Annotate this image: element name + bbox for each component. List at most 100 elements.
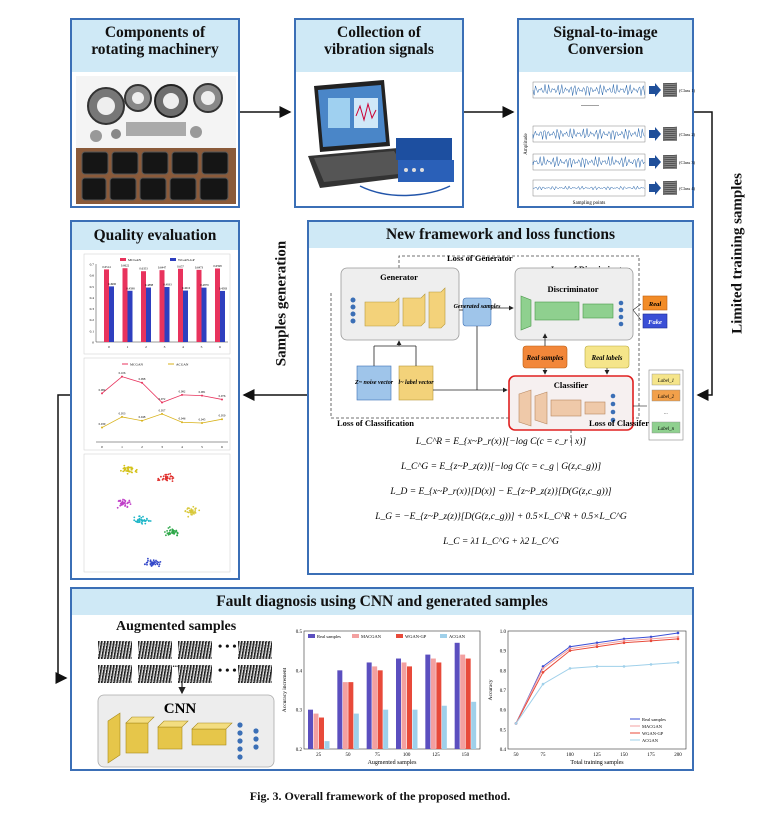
scatter-point bbox=[188, 507, 190, 510]
data-label: 0.4990 bbox=[108, 282, 117, 286]
bar-wgan bbox=[201, 287, 207, 342]
arrow-icon bbox=[649, 181, 661, 195]
class-label-text: Label_n bbox=[657, 427, 675, 432]
tile-stripe bbox=[662, 162, 678, 165]
scatter-point bbox=[162, 475, 165, 478]
y-tick-label: 0.5 bbox=[296, 630, 303, 635]
x-tick-label: 100 bbox=[403, 753, 411, 758]
x-tick-label: 100 bbox=[566, 753, 574, 758]
bearings-photo bbox=[76, 76, 236, 204]
scatter-point bbox=[128, 466, 131, 469]
tile-stripe bbox=[662, 88, 678, 91]
bar bbox=[337, 670, 343, 749]
panel-conversion: Signal-to-image Conversion Amplitude (Cl… bbox=[517, 18, 696, 208]
data-label: 0.6447 bbox=[158, 266, 167, 270]
data-label: 0.053 bbox=[119, 411, 126, 415]
tile-stripe bbox=[662, 84, 678, 87]
scatter-point bbox=[149, 559, 152, 562]
legend-label: Real samples bbox=[317, 634, 341, 639]
noise-vector-label: Z~ noise vector bbox=[354, 380, 394, 386]
data-point bbox=[568, 649, 572, 652]
tile-stripe bbox=[662, 182, 678, 185]
plot-frame bbox=[507, 630, 687, 750]
scatter-point bbox=[192, 505, 195, 508]
data-point bbox=[622, 639, 626, 643]
scatter-point bbox=[169, 529, 172, 531]
scatter-point bbox=[165, 534, 167, 537]
data-point bbox=[595, 645, 599, 649]
conversion-title-line1: Signal-to-image bbox=[553, 24, 658, 41]
x-tick-label: 4 bbox=[182, 345, 184, 349]
y-axis-label: Accuracy increment bbox=[282, 667, 288, 712]
scatter-point bbox=[165, 473, 168, 476]
tile-stripe bbox=[662, 180, 678, 183]
fake-output-label: Fake bbox=[648, 319, 662, 326]
scatter-point bbox=[155, 559, 157, 562]
bar bbox=[348, 682, 354, 749]
data-point bbox=[676, 637, 680, 641]
data-label: 0.4933 bbox=[163, 283, 172, 287]
data-label: 0.084 bbox=[99, 388, 106, 392]
scatter-point bbox=[156, 560, 158, 563]
scatter-point bbox=[127, 501, 130, 504]
x-tick-label: 1 bbox=[127, 345, 129, 349]
x-tick-label: 2 bbox=[141, 445, 143, 449]
data-point bbox=[649, 639, 653, 643]
legend-swatch bbox=[440, 634, 447, 638]
x-tick-label: 125 bbox=[593, 753, 601, 758]
bar-wgan bbox=[164, 287, 170, 342]
scatter-point bbox=[145, 561, 148, 564]
sample-tile bbox=[178, 665, 212, 683]
bar-wgan bbox=[109, 286, 114, 342]
bar bbox=[412, 709, 418, 749]
scatter-point bbox=[194, 509, 197, 511]
data-label: 0.045 bbox=[199, 418, 206, 422]
y-tick-label: 0.7 bbox=[500, 689, 507, 694]
scatter-point bbox=[140, 516, 143, 519]
scatter-point bbox=[123, 468, 126, 471]
scatter-point bbox=[167, 527, 170, 529]
panel-quality-header: Quality evaluation bbox=[72, 222, 238, 250]
loss-generator-label: Loss of Generator bbox=[447, 253, 513, 263]
bar bbox=[383, 709, 389, 749]
data-point bbox=[568, 647, 572, 650]
bar-mcgan bbox=[104, 269, 109, 342]
loss-equation: L_C^R = E_{x~P_r(x)}[−log C(c = c_r | x)… bbox=[415, 436, 587, 447]
bar-mcgan bbox=[178, 268, 183, 342]
arrow-icon bbox=[649, 127, 661, 141]
legend-swatch bbox=[120, 258, 126, 261]
data-point bbox=[649, 637, 653, 641]
scatter-point bbox=[126, 506, 129, 508]
legend-label: MCGAN bbox=[130, 363, 144, 367]
scatter-point bbox=[170, 475, 172, 478]
x-tick-label: 75 bbox=[541, 753, 547, 758]
y-tick-label: 0.3 bbox=[296, 709, 303, 714]
tile-stripe bbox=[662, 86, 678, 89]
bar bbox=[436, 662, 442, 749]
sample-tile bbox=[238, 665, 272, 683]
scatter-point bbox=[138, 515, 141, 518]
scatter-point bbox=[141, 523, 144, 525]
data-label: 0.039 bbox=[99, 422, 106, 426]
data-label: 0.6598 bbox=[213, 264, 222, 268]
loss-equation: L_D = E_{x~P_r(x)}[D(x)] − E_{z~P_z(z)}[… bbox=[389, 486, 611, 497]
bar-mcgan bbox=[122, 268, 128, 342]
legend-label: WGAN-GP bbox=[642, 731, 664, 736]
data-label: 0.6514 bbox=[102, 265, 111, 269]
data-label: 0.081 bbox=[199, 390, 206, 394]
scatter-point bbox=[141, 520, 144, 523]
data-point bbox=[221, 418, 223, 421]
x-tick-label: 75 bbox=[375, 753, 381, 758]
y-tick-label: 0.8 bbox=[500, 669, 507, 674]
scatter-point bbox=[128, 470, 131, 473]
class-label: (Class 3) bbox=[679, 160, 696, 165]
class-label: (Class 2) bbox=[679, 132, 696, 137]
panel-diagnosis: Fault diagnosis using CNN and generated … bbox=[70, 587, 694, 771]
tile-stripe bbox=[662, 166, 678, 169]
data-label: 0.057 bbox=[159, 408, 166, 412]
legend-label: MACGAN bbox=[361, 634, 382, 639]
loss-classification-label: Loss of Classification bbox=[337, 418, 414, 428]
tile-stripe bbox=[662, 90, 678, 93]
scatter-point bbox=[166, 476, 169, 478]
data-label: 0.050 bbox=[219, 414, 226, 418]
